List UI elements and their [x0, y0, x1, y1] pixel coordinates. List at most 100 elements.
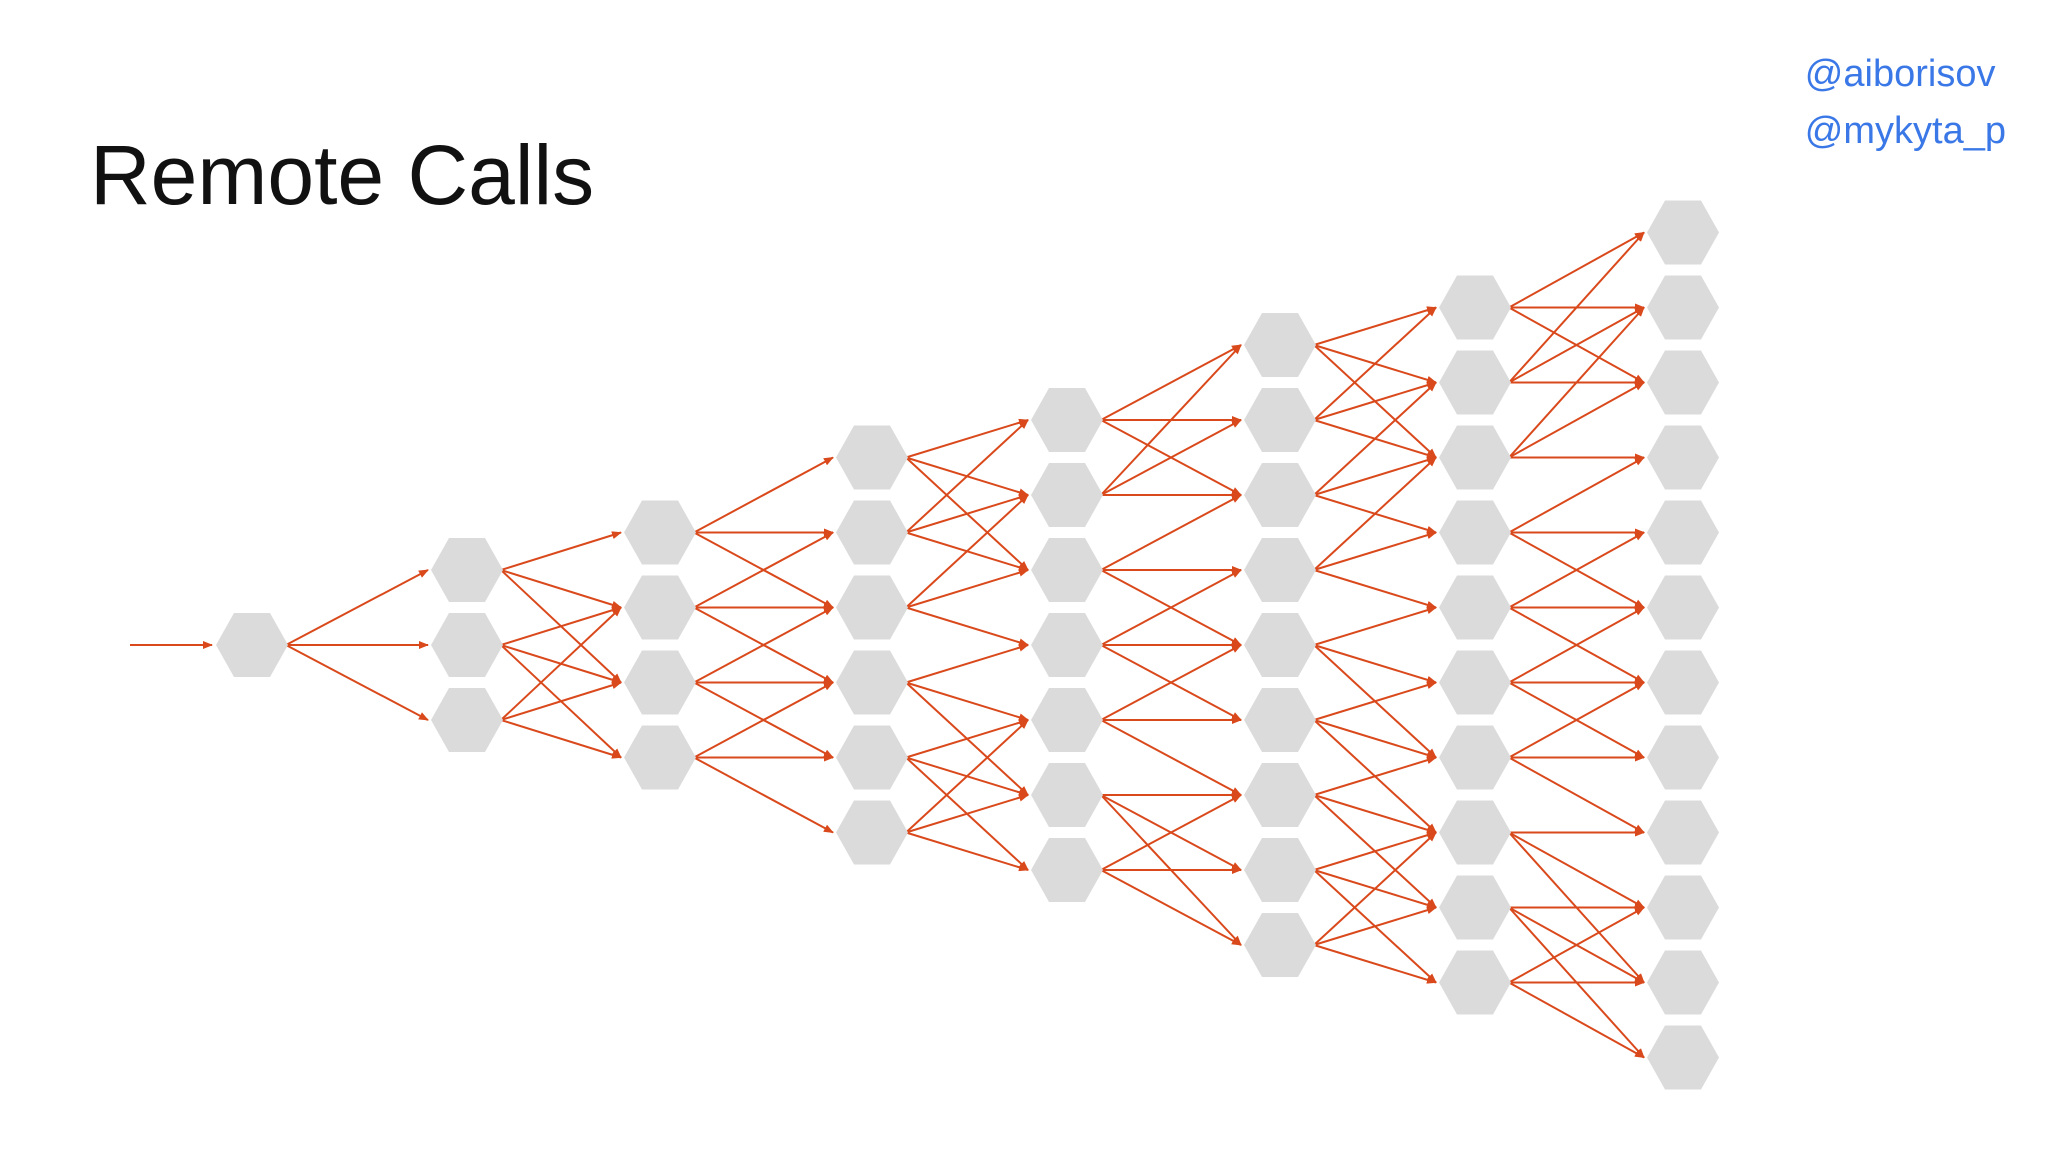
hexagon-icon — [1244, 763, 1316, 827]
call-edge — [1100, 719, 1242, 796]
call-edge — [1100, 494, 1242, 571]
call-edge — [500, 569, 622, 609]
call-edge — [1313, 306, 1437, 421]
call-edge — [1508, 231, 1645, 309]
call-edge — [1100, 869, 1242, 946]
call-edge — [1313, 606, 1437, 646]
service-nodes — [216, 200, 1719, 1090]
hexagon-icon — [1439, 725, 1511, 790]
hexagon-icon — [836, 725, 908, 790]
call-edge — [1313, 381, 1437, 421]
call-edge — [1313, 681, 1437, 721]
hexagon-icon — [624, 725, 696, 790]
hexagon-icon — [1031, 838, 1103, 902]
call-edge — [693, 606, 834, 684]
hexagon-icon — [1439, 275, 1511, 340]
hexagon-icon — [1647, 575, 1719, 640]
hexagon-icon — [1647, 950, 1719, 1015]
call-edge — [1508, 306, 1645, 384]
call-edge — [905, 718, 1029, 759]
call-edge — [1313, 719, 1437, 759]
call-edge — [1100, 794, 1242, 871]
call-edge — [1313, 831, 1437, 946]
handle-aiborisov[interactable]: @aiborisov — [1804, 53, 1996, 95]
hexagon-icon — [1647, 425, 1719, 490]
call-edge — [1313, 456, 1437, 496]
hexagon-icon — [836, 425, 908, 490]
call-edge — [905, 831, 1029, 872]
call-edge — [693, 681, 834, 759]
call-edge — [500, 719, 622, 759]
call-edge — [1508, 906, 1645, 984]
call-edge — [905, 568, 1029, 609]
call-edge — [500, 681, 622, 721]
hexagon-icon — [1031, 613, 1103, 677]
call-edge — [1100, 344, 1242, 496]
call-edge — [500, 606, 622, 721]
call-edge — [1313, 756, 1437, 796]
call-edge — [1313, 794, 1437, 834]
hexagon-icon — [836, 650, 908, 715]
hexagon-icon — [1647, 200, 1719, 265]
call-edge — [905, 719, 1029, 834]
hexagon-icon — [836, 500, 908, 565]
call-edge — [1508, 231, 1645, 384]
call-edge — [1100, 569, 1242, 646]
hexagon-icon — [624, 575, 696, 640]
call-edge — [905, 793, 1029, 834]
call-edge — [905, 493, 1029, 534]
hexagon-icon — [624, 650, 696, 715]
hexagon-icon — [1031, 688, 1103, 752]
call-edge — [1313, 381, 1437, 496]
hexagon-icon — [1031, 463, 1103, 527]
call-edge — [693, 531, 834, 609]
call-edge — [905, 418, 1029, 459]
call-edge — [905, 681, 1029, 722]
hexagon-icon — [836, 800, 908, 865]
call-edges — [130, 231, 1645, 1059]
hexagon-icon — [1244, 613, 1316, 677]
call-edge — [1508, 831, 1645, 909]
hexagon-icon — [1647, 650, 1719, 715]
hexagon-icon — [1031, 388, 1103, 452]
call-edge — [1508, 756, 1645, 834]
call-edge — [500, 531, 622, 571]
call-edge — [1508, 381, 1645, 459]
call-edge — [693, 756, 834, 834]
hexagon-icon — [1647, 275, 1719, 340]
hexagon-icon — [1244, 538, 1316, 602]
hexagon-icon — [1031, 538, 1103, 602]
call-edge — [905, 419, 1029, 534]
call-edge — [1313, 456, 1437, 571]
hexagon-icon — [1439, 575, 1511, 640]
hexagon-icon — [1647, 350, 1719, 415]
call-edge — [905, 606, 1029, 647]
hexagon-icon — [1439, 875, 1511, 940]
call-edge — [1313, 944, 1437, 984]
call-edge — [905, 643, 1029, 684]
call-edge — [1508, 531, 1645, 609]
call-edge — [905, 494, 1029, 609]
hexagon-icon — [1647, 1025, 1719, 1090]
call-edge — [1100, 419, 1242, 496]
hexagon-icon — [1439, 425, 1511, 490]
call-edge — [1313, 831, 1437, 871]
hexagon-icon — [836, 575, 908, 640]
hexagon-icon — [1244, 388, 1316, 452]
hexagon-icon — [431, 538, 503, 602]
hexagon-icon — [1439, 950, 1511, 1015]
hexagon-icon — [1244, 463, 1316, 527]
hexagon-icon — [1244, 913, 1316, 977]
hexagon-icon — [216, 613, 288, 677]
hexagon-icon — [1647, 800, 1719, 865]
hexagon-icon — [1439, 650, 1511, 715]
hexagon-icon — [1439, 800, 1511, 865]
call-edge — [500, 606, 622, 646]
hexagon-icon — [1439, 350, 1511, 415]
handle-mykyta-p[interactable]: @mykyta_p — [1804, 110, 2006, 152]
hexagon-icon — [431, 688, 503, 752]
hexagon-icon — [1031, 763, 1103, 827]
call-edge — [1508, 306, 1645, 459]
